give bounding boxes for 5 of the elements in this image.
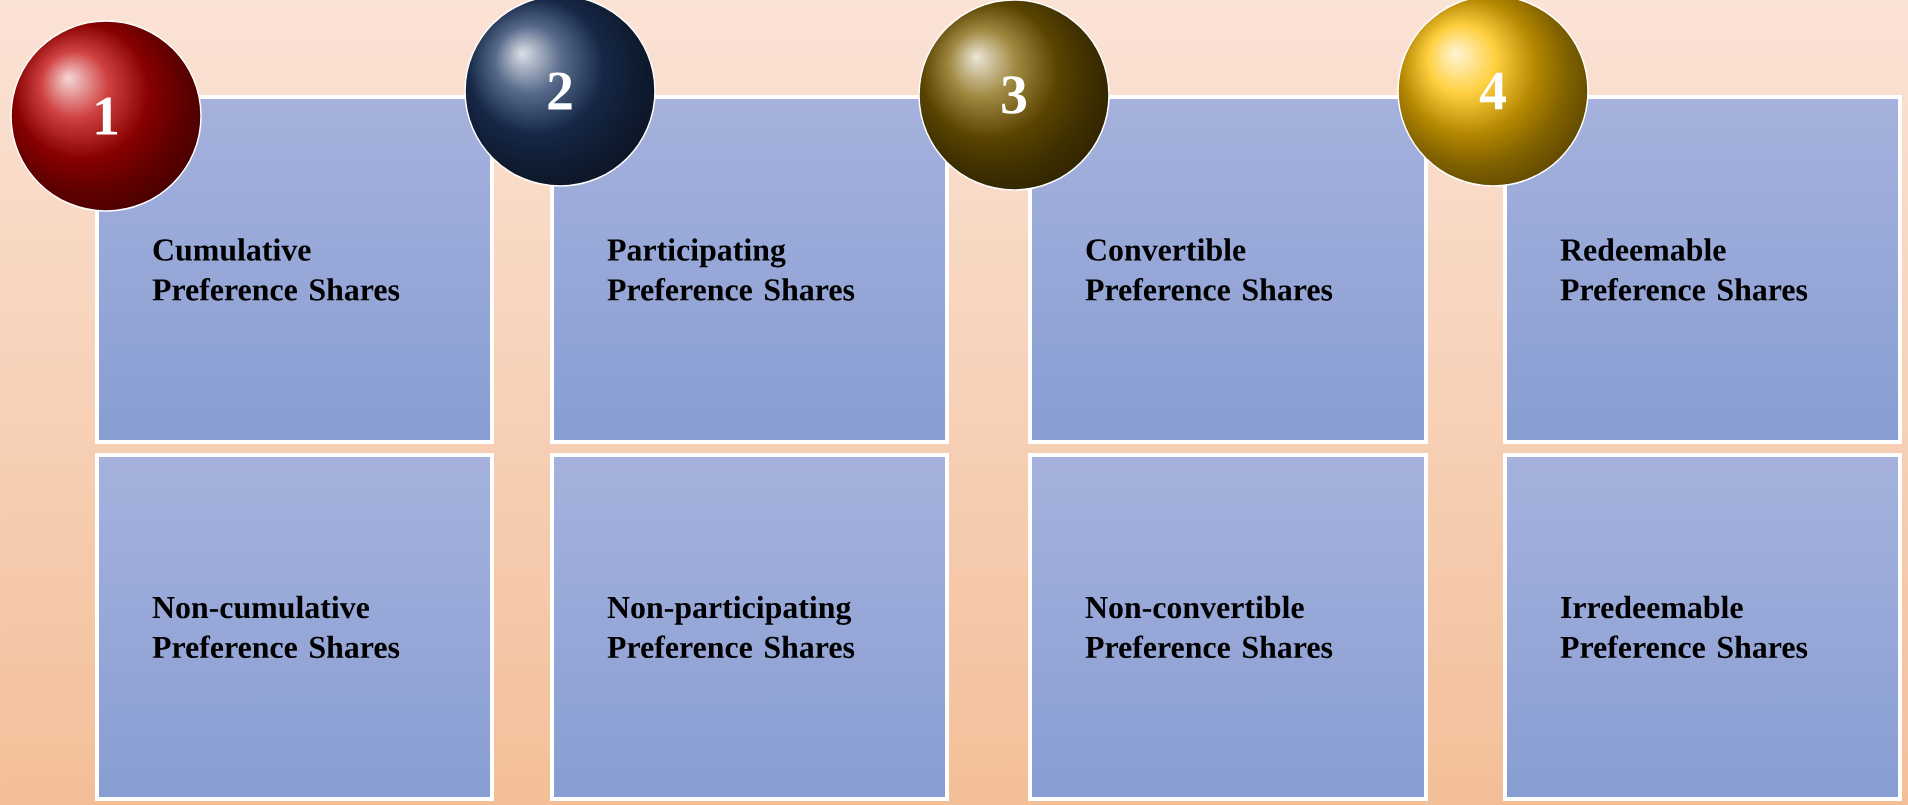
category-box: Non-cumulative Preference Shares	[95, 453, 494, 801]
category-box: Convertible Preference Shares	[1028, 95, 1428, 444]
category-box: Non-convertible Preference Shares	[1028, 453, 1428, 801]
category-box: Irredeemable Preference Shares	[1503, 453, 1902, 801]
category-box: Non-participating Preference Shares	[550, 453, 949, 801]
